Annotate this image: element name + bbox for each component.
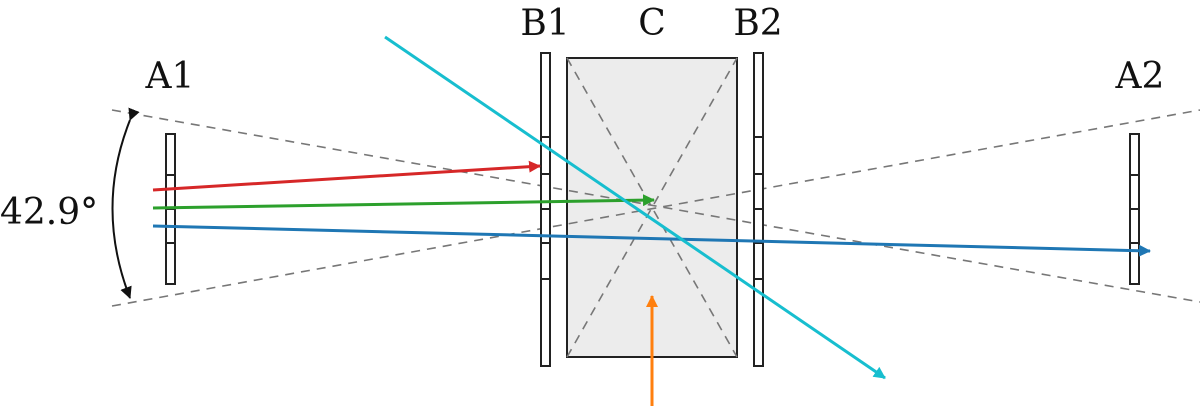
label-a1: A1 xyxy=(145,56,195,97)
label-angle: 42.9° xyxy=(0,192,98,233)
label-a2: A2 xyxy=(1115,56,1165,97)
blue-ray xyxy=(152,224,1151,257)
acceptance-lines xyxy=(111,57,1200,358)
red-ray xyxy=(152,160,541,192)
label-b2: B2 xyxy=(733,3,782,44)
label-c: C xyxy=(638,3,666,44)
dashed-line-1 xyxy=(111,109,1200,303)
cyan-ray xyxy=(384,35,886,380)
plate-a2 xyxy=(1129,133,1140,285)
plate-b1 xyxy=(540,52,551,367)
plate-b2 xyxy=(753,52,764,367)
dashed-line-2 xyxy=(111,109,1200,307)
angle-arc xyxy=(111,107,140,299)
green-ray xyxy=(152,194,655,210)
label-b1: B1 xyxy=(520,3,569,44)
